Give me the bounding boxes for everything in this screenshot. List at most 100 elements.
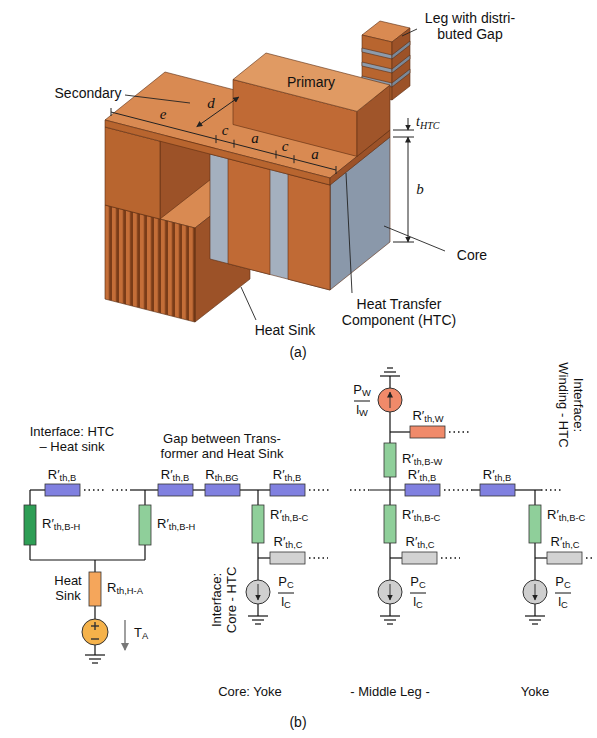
resistance-label: R′th,B-W [402, 452, 442, 468]
resistance-label: R′th,B-H [42, 517, 80, 533]
resistance-label: R′th,C [406, 535, 435, 551]
dimension-line [197, 97, 239, 127]
subscript: th,B-C [414, 513, 440, 523]
dots [449, 431, 470, 433]
subscript: HTC [420, 119, 440, 130]
resistor [402, 552, 437, 564]
resistance-label: R′th,W [412, 409, 443, 425]
resistance-label: R′th,C [551, 535, 580, 551]
wire [390, 431, 410, 432]
resistor [384, 443, 396, 477]
heat-sink-fins [105, 205, 195, 322]
dots [309, 489, 330, 491]
wire [193, 489, 205, 490]
ground [384, 619, 396, 620]
symbol-base: T [134, 625, 142, 640]
resistor [270, 552, 305, 564]
ground [532, 623, 538, 624]
dimension-label: a [311, 146, 319, 163]
symbol-base: R′ [402, 507, 414, 522]
symbol-base: R′ [48, 467, 60, 482]
subscript: th,C [417, 540, 434, 550]
wire [390, 557, 402, 558]
leg-side [392, 28, 410, 100]
transformer-drawing [105, 21, 410, 322]
ground [255, 623, 261, 624]
source-arrow [535, 584, 536, 600]
resistance-label: R′th,B [273, 468, 301, 484]
dimension-label: e [160, 106, 167, 123]
wire [389, 604, 390, 616]
dots [441, 557, 460, 559]
part-label: Primary [287, 74, 335, 90]
wire [389, 412, 390, 443]
subscript: C [284, 600, 291, 610]
wire [389, 490, 390, 505]
source-label: lC [558, 595, 568, 611]
wire [144, 490, 145, 505]
resistance-label: R′th,B-C [402, 508, 440, 524]
subscript: C [287, 580, 294, 590]
wire [29, 545, 30, 560]
fraction-bar [354, 401, 370, 402]
subscript: W [359, 408, 368, 418]
loss-source [523, 580, 547, 604]
fraction-bar [278, 593, 294, 594]
dimension-tick [336, 166, 337, 174]
dots [586, 557, 594, 559]
source-label: PC [555, 575, 570, 591]
extension-line [393, 137, 414, 138]
symbol-base: P [353, 382, 362, 397]
source-label: lC [413, 595, 423, 611]
wire [257, 604, 258, 616]
plus-sign [94, 622, 95, 630]
part-label: Heat Sink [255, 322, 316, 338]
wire [240, 489, 270, 490]
winding-front [288, 174, 330, 290]
loss-source [378, 388, 402, 412]
resistor [480, 484, 515, 496]
part-label: Heat Sink [50, 574, 86, 604]
subscript: th,B-W [414, 457, 443, 467]
ground [380, 615, 400, 616]
wire [534, 604, 535, 616]
source-label: PC [278, 575, 293, 591]
temperature-arrow [124, 620, 125, 650]
dimension-tick [216, 135, 217, 143]
ground [89, 658, 101, 659]
subscript: W [362, 388, 371, 398]
wire [389, 376, 390, 388]
gap-band [392, 41, 410, 59]
subscript: th,B-H [169, 522, 195, 532]
symbol-base: R′ [270, 507, 282, 522]
gap-band [392, 55, 410, 73]
loss-source [246, 580, 270, 604]
symbol-base: R′ [483, 467, 495, 482]
dimension-line [111, 112, 336, 170]
resistor [384, 505, 396, 543]
subscript: th,B [60, 473, 77, 483]
symbol-base: R′ [551, 534, 563, 549]
wire [257, 490, 258, 505]
symbol-base: R′ [274, 534, 286, 549]
symbol-base: P [410, 574, 419, 589]
ground [387, 623, 393, 624]
dimension-label: tHTC [416, 114, 440, 131]
wire [534, 543, 535, 580]
ground [380, 375, 400, 376]
subscript: th,C [285, 540, 302, 550]
subscript: th,B [173, 473, 190, 483]
extension-line [393, 242, 414, 243]
wire [30, 489, 45, 490]
ground [387, 367, 393, 368]
interface-label: Interface: Winding - HTC [555, 359, 585, 451]
wire [389, 543, 390, 580]
wire [94, 560, 95, 572]
wire [535, 557, 547, 558]
symbol-base: P [278, 574, 287, 589]
wire [534, 490, 535, 505]
ground [529, 619, 541, 620]
ground [525, 615, 545, 616]
dimension-tick [234, 140, 235, 148]
